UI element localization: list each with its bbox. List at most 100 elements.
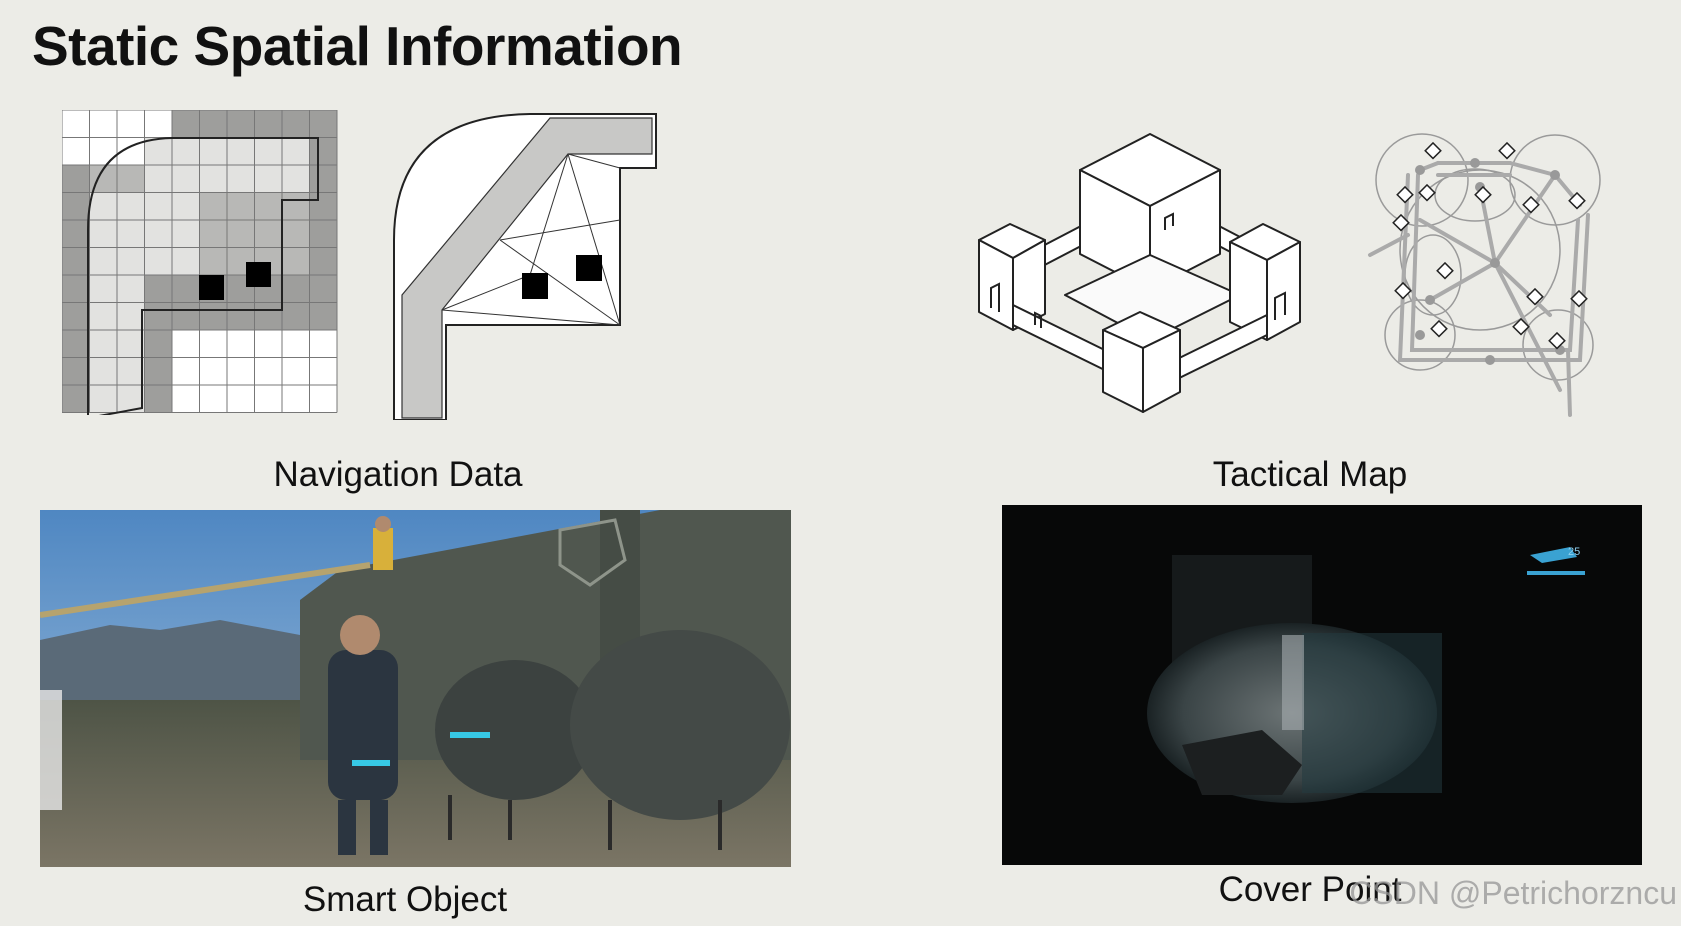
nav-grid-cell bbox=[309, 137, 337, 165]
nav-grid-cell bbox=[309, 302, 337, 330]
nav-grid-cell bbox=[309, 330, 337, 358]
nav-grid-cell bbox=[309, 165, 337, 193]
nav-grid-cell bbox=[199, 220, 227, 248]
nav-grid-cell bbox=[254, 220, 282, 248]
nav-grid-cell bbox=[144, 385, 172, 413]
nav-grid-cell bbox=[309, 220, 337, 248]
nav-grid-cell bbox=[172, 302, 200, 330]
nav-grid-cell bbox=[62, 357, 90, 385]
nav-grid-cell bbox=[227, 110, 255, 138]
nav-grid-cell bbox=[254, 302, 282, 330]
nav-grid-cell bbox=[199, 385, 227, 413]
nav-grid-cell bbox=[309, 192, 337, 220]
nav-grid-cell bbox=[89, 110, 117, 138]
nav-grid-cell bbox=[227, 192, 255, 220]
nav-grid-cell bbox=[89, 220, 117, 248]
nav-grid-cell bbox=[282, 247, 310, 275]
nav-grid-figure bbox=[62, 110, 338, 415]
nav-grid-cell bbox=[199, 110, 227, 138]
nav-grid-cell bbox=[282, 275, 310, 303]
nav-grid-cell bbox=[172, 110, 200, 138]
nav-grid-cell bbox=[144, 357, 172, 385]
nav-grid-cell bbox=[282, 330, 310, 358]
caption-tactical-map: Tactical Map bbox=[1212, 455, 1408, 494]
nav-grid-cell bbox=[227, 302, 255, 330]
nav-grid-cell bbox=[254, 357, 282, 385]
nav-grid-cell bbox=[89, 302, 117, 330]
nav-grid-cell bbox=[282, 137, 310, 165]
nav-grid-cell bbox=[62, 137, 90, 165]
nav-grid-cell bbox=[172, 330, 200, 358]
nav-grid-cell bbox=[282, 192, 310, 220]
nav-grid-cell bbox=[227, 330, 255, 358]
hud-ammo-count: 25 bbox=[1568, 546, 1580, 558]
nav-grid-cell bbox=[89, 330, 117, 358]
nav-grid-cell bbox=[227, 220, 255, 248]
nav-grid-cell bbox=[309, 385, 337, 413]
nav-grid-cell bbox=[199, 357, 227, 385]
nav-grid-cell bbox=[199, 330, 227, 358]
caption-cover-point: Cover Point bbox=[1218, 870, 1402, 909]
nav-grid-cell bbox=[254, 385, 282, 413]
nav-grid-cell bbox=[117, 275, 145, 303]
nav-grid-cell bbox=[254, 137, 282, 165]
nav-grid-cell bbox=[254, 192, 282, 220]
nav-grid-cell bbox=[144, 220, 172, 248]
nav-grid-cell bbox=[144, 137, 172, 165]
nav-grid-cell bbox=[62, 385, 90, 413]
nav-grid-cell bbox=[172, 220, 200, 248]
nav-grid-cell bbox=[172, 275, 200, 303]
nav-grid-cell bbox=[172, 357, 200, 385]
nav-grid-cell bbox=[144, 302, 172, 330]
slide-title: Static Spatial Information bbox=[32, 15, 683, 77]
nav-grid-cell bbox=[89, 385, 117, 413]
nav-grid-cell bbox=[199, 137, 227, 165]
nav-grid-cell bbox=[62, 220, 90, 248]
nav-grid-cell bbox=[254, 110, 282, 138]
nav-grid-cell bbox=[282, 110, 310, 138]
nav-grid-cell bbox=[62, 192, 90, 220]
nav-grid-cell bbox=[89, 357, 117, 385]
nav-grid-cell bbox=[282, 220, 310, 248]
caption-navigation-data: Navigation Data bbox=[273, 455, 523, 494]
nav-grid-cell bbox=[199, 247, 227, 275]
nav-grid-cell bbox=[199, 302, 227, 330]
nav-grid-cell bbox=[89, 192, 117, 220]
nav-grid-cell bbox=[117, 302, 145, 330]
nav-grid-cell bbox=[117, 330, 145, 358]
nav-grid-cell bbox=[282, 165, 310, 193]
nav-grid-cell bbox=[117, 247, 145, 275]
nav-grid-cell bbox=[117, 357, 145, 385]
csdn-watermark: CSDN @Petrichorzncu bbox=[1349, 875, 1677, 911]
nav-grid-cell bbox=[117, 192, 145, 220]
fortress-figure bbox=[978, 133, 1301, 413]
nav-grid-cell bbox=[144, 110, 172, 138]
cover-point-screenshot: 25 bbox=[1002, 505, 1642, 865]
nav-grid-cell bbox=[227, 165, 255, 193]
nav-grid-cell bbox=[309, 357, 337, 385]
nav-grid-cell bbox=[144, 275, 172, 303]
nav-grid-cell bbox=[282, 357, 310, 385]
nav-grid-cell bbox=[117, 220, 145, 248]
nav-grid-cell bbox=[62, 110, 90, 138]
smart-object-screenshot bbox=[40, 510, 791, 867]
nav-grid-cell bbox=[199, 165, 227, 193]
nav-grid-cell bbox=[89, 275, 117, 303]
nav-grid-cell bbox=[62, 275, 90, 303]
nav-grid-cell bbox=[144, 192, 172, 220]
waypoint-graph-figure bbox=[1368, 133, 1601, 417]
nav-grid-cell bbox=[62, 330, 90, 358]
nav-grid-cell bbox=[89, 247, 117, 275]
nav-grid-cell bbox=[144, 165, 172, 193]
nav-grid-cell bbox=[62, 165, 90, 193]
nav-grid-cell bbox=[309, 247, 337, 275]
nav-grid-cell bbox=[309, 110, 337, 138]
nav-grid-cell bbox=[89, 137, 117, 165]
nav-grid-cell bbox=[62, 302, 90, 330]
nav-grid-cell bbox=[227, 385, 255, 413]
nav-grid-cell bbox=[172, 165, 200, 193]
nav-grid-cell bbox=[309, 275, 337, 303]
nav-grid-cell bbox=[282, 302, 310, 330]
nav-grid-cell bbox=[254, 330, 282, 358]
nav-grid-cell bbox=[172, 192, 200, 220]
